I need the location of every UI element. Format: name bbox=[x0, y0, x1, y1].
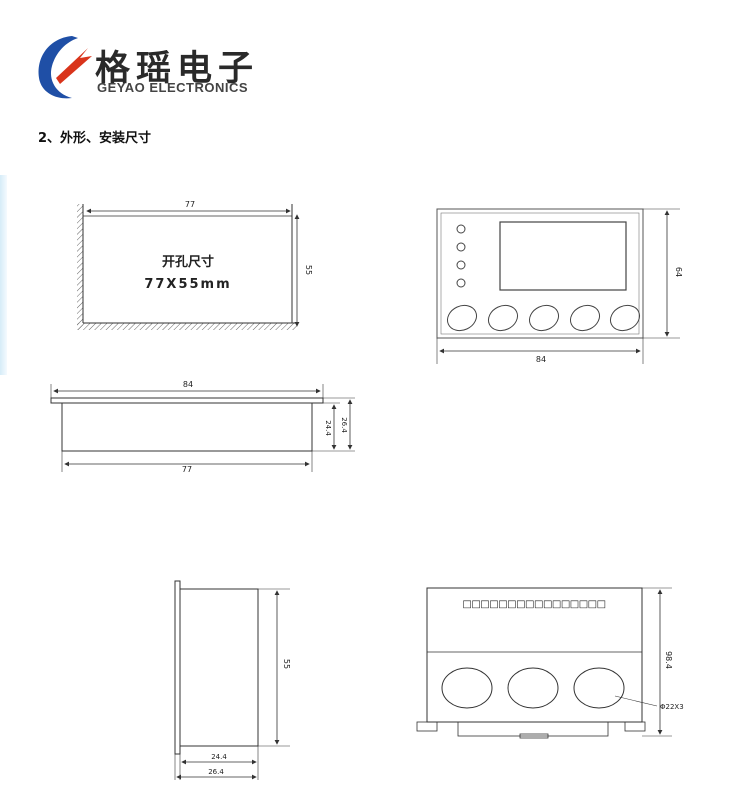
indicator-led-4 bbox=[456, 278, 466, 288]
base-terminals: □□□□□□□□□□□□□□□□ bbox=[462, 599, 605, 610]
front-dim-height: 64 bbox=[674, 267, 683, 277]
mount-hole-3 bbox=[573, 667, 625, 709]
cutout-size: 77X55mm bbox=[144, 277, 231, 292]
section-title: 2、外形、安装尺寸 bbox=[38, 131, 152, 146]
indicator-led-3 bbox=[456, 260, 466, 270]
front-button-4 bbox=[569, 304, 601, 332]
front-dim-width: 84 bbox=[536, 355, 546, 364]
side-view-drawing: 84 24.4 26.4 77 bbox=[50, 380, 355, 474]
front-button-1 bbox=[446, 304, 478, 332]
mount-hole-2 bbox=[507, 667, 559, 709]
side-dim-top: 84 bbox=[183, 380, 193, 389]
brand-name-en: GEYAO ELECTRONICS bbox=[97, 80, 249, 95]
cutout-title: 开孔尺寸 bbox=[162, 254, 214, 270]
front-button-2 bbox=[487, 304, 519, 332]
side-view-2-drawing: 55 24.4 26.4 bbox=[174, 580, 291, 780]
front-button-3 bbox=[528, 304, 560, 332]
indicator-led-2 bbox=[456, 242, 466, 252]
base-view-drawing: □□□□□□□□□□□□□□□□ Φ22X3 98.4 bbox=[416, 587, 684, 739]
base-hole-note: Φ22X3 bbox=[660, 703, 684, 711]
front-button-5 bbox=[609, 304, 641, 332]
side-dim-inner: 24.4 bbox=[324, 420, 332, 436]
cutout-dim-width: 77 bbox=[185, 200, 195, 209]
side-dim-outer: 26.4 bbox=[340, 417, 348, 433]
side2-dim-outer: 26.4 bbox=[208, 768, 224, 776]
indicator-led-1 bbox=[456, 224, 466, 234]
cutout-drawing: 77 55 开孔尺寸 77X55mm bbox=[77, 200, 313, 330]
mount-hole-1 bbox=[441, 667, 493, 709]
base-dim-height: 98.4 bbox=[664, 651, 673, 669]
side2-dim-height: 55 bbox=[282, 659, 291, 669]
side2-dim-inner: 24.4 bbox=[211, 753, 227, 761]
side-dim-bottom: 77 bbox=[182, 465, 192, 474]
page-edge-accent bbox=[0, 175, 7, 375]
brand-name-zh: 格瑶电子 bbox=[95, 49, 260, 89]
cutout-dim-height: 55 bbox=[304, 265, 313, 275]
front-view-drawing: 64 84 bbox=[436, 208, 683, 364]
